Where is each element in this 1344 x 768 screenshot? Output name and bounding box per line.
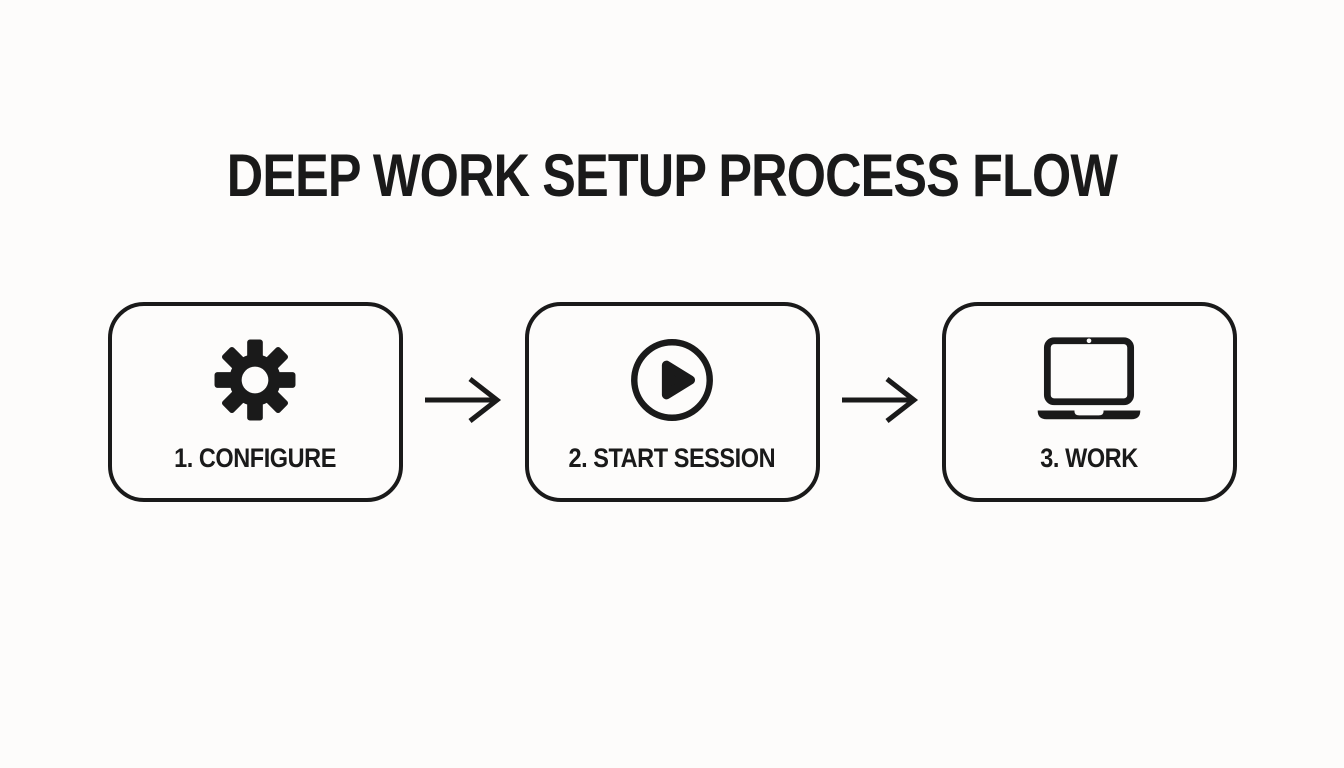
arrow-right-icon: [403, 372, 525, 428]
step-box-start-session: 2. START SESSION: [524, 302, 820, 502]
step-label-work: 3. WORK: [1040, 443, 1138, 473]
gear-icon: [209, 330, 301, 430]
diagram-title-text: DEEP WORK SETUP PROCESS FLOW: [226, 142, 1118, 209]
process-flow: 1. CONFIGURE 2. START SESSION: [0, 302, 1344, 502]
step-label-start-session: 2. START SESSION: [568, 443, 776, 473]
diagram-title: DEEP WORK SETUP PROCESS FLOW: [0, 0, 1344, 206]
step-box-work: 3. WORK: [941, 302, 1237, 502]
step-label-configure: 1. CONFIGURE: [174, 443, 336, 473]
arrow-right-icon: [820, 372, 942, 428]
laptop-icon: [1030, 330, 1148, 430]
play-icon: [626, 330, 718, 430]
step-box-configure: 1. CONFIGURE: [107, 302, 403, 502]
